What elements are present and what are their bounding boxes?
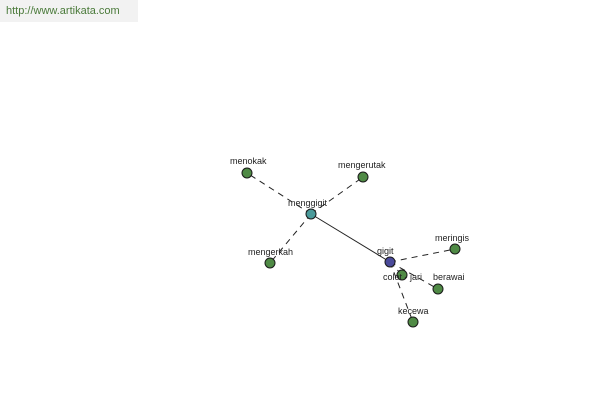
edge-menggigit-gigit — [310, 213, 391, 263]
node-label-colot-jari[interactable]: colot - jari — [383, 272, 422, 282]
node-menggigit[interactable] — [305, 208, 317, 220]
node-label-menggigit[interactable]: menggigit — [288, 198, 328, 208]
graph-labels: menggigit gigit menokak mengerutak mengerkah… — [230, 156, 470, 316]
node-colot-jari[interactable] — [396, 269, 408, 281]
node-label-mengerutak[interactable]: mengerutak — [338, 160, 386, 170]
node-label-kecewa[interactable]: kecewa — [398, 306, 429, 316]
edge-gigit-meringis — [389, 248, 456, 263]
edge-gigit-berawai — [389, 261, 439, 290]
edge-menggigit-menokak — [246, 172, 312, 215]
node-mengerkah[interactable] — [264, 257, 276, 269]
node-mengerutak[interactable] — [357, 171, 369, 183]
node-gigit[interactable] — [384, 256, 396, 268]
node-label-berawai[interactable]: berawai — [433, 272, 465, 282]
graph-nodes — [241, 167, 461, 328]
site-url-banner[interactable]: http://www.artikata.com — [0, 0, 138, 22]
node-label-gigit[interactable]: gigit — [377, 246, 394, 256]
node-kecewa[interactable] — [407, 316, 419, 328]
node-label-mengerkah[interactable]: mengerkah — [248, 247, 293, 257]
graph-edges — [246, 172, 456, 323]
node-label-meringis[interactable]: meringis — [435, 233, 470, 243]
node-meringis[interactable] — [449, 243, 461, 255]
node-label-menokak[interactable]: menokak — [230, 156, 267, 166]
edge-menggigit-mengerutak — [310, 176, 364, 215]
node-berawai[interactable] — [432, 283, 444, 295]
node-menokak[interactable] — [241, 167, 253, 179]
